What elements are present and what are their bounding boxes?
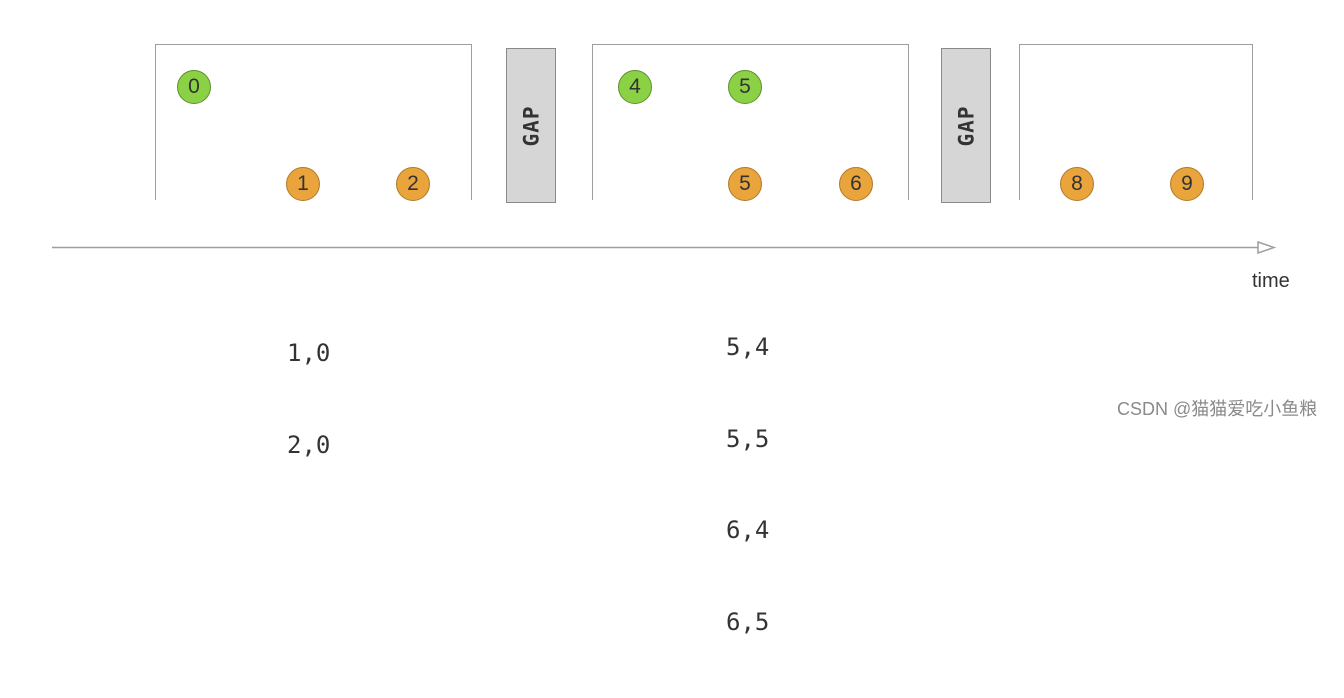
- orange-element: 2: [396, 167, 430, 201]
- time-axis-label: time: [1252, 270, 1290, 292]
- gap-label: GAP: [519, 105, 543, 146]
- join-result-window-1: 1,0 2,0: [287, 277, 345, 521]
- join-pair: 6,4: [726, 516, 770, 544]
- orange-element: 6: [839, 167, 873, 201]
- green-element: 0: [177, 70, 211, 104]
- session-window-diagram: GAP GAP 0 1 2 4 5 5 6 8 9 time 1,0 2,0 5…: [52, 44, 1318, 636]
- gap-block-2: GAP: [941, 48, 991, 203]
- orange-element: 5: [728, 167, 762, 201]
- join-result-window-2: 5,4 5,5 6,4 6,5: [726, 271, 784, 698]
- join-pair: 2,0: [287, 430, 331, 459]
- orange-element: 9: [1170, 167, 1204, 201]
- gap-label: GAP: [954, 105, 978, 146]
- time-axis-arrowhead: [1257, 240, 1277, 255]
- orange-element: 8: [1060, 167, 1094, 201]
- session-window-1: [155, 44, 472, 200]
- join-pair: 1,0: [287, 339, 331, 367]
- time-axis: [52, 240, 1277, 255]
- session-window-2: [592, 44, 909, 200]
- green-element: 4: [618, 70, 652, 104]
- session-window-3: [1019, 44, 1253, 200]
- gap-block-1: GAP: [506, 48, 556, 203]
- green-element: 5: [728, 70, 762, 104]
- orange-element: 1: [286, 167, 320, 201]
- join-pair: 5,5: [726, 424, 770, 453]
- join-pair: 5,4: [726, 333, 770, 361]
- join-pair: 6,5: [726, 607, 770, 636]
- watermark: CSDN @猫猫爱吃小鱼粮: [1117, 399, 1318, 419]
